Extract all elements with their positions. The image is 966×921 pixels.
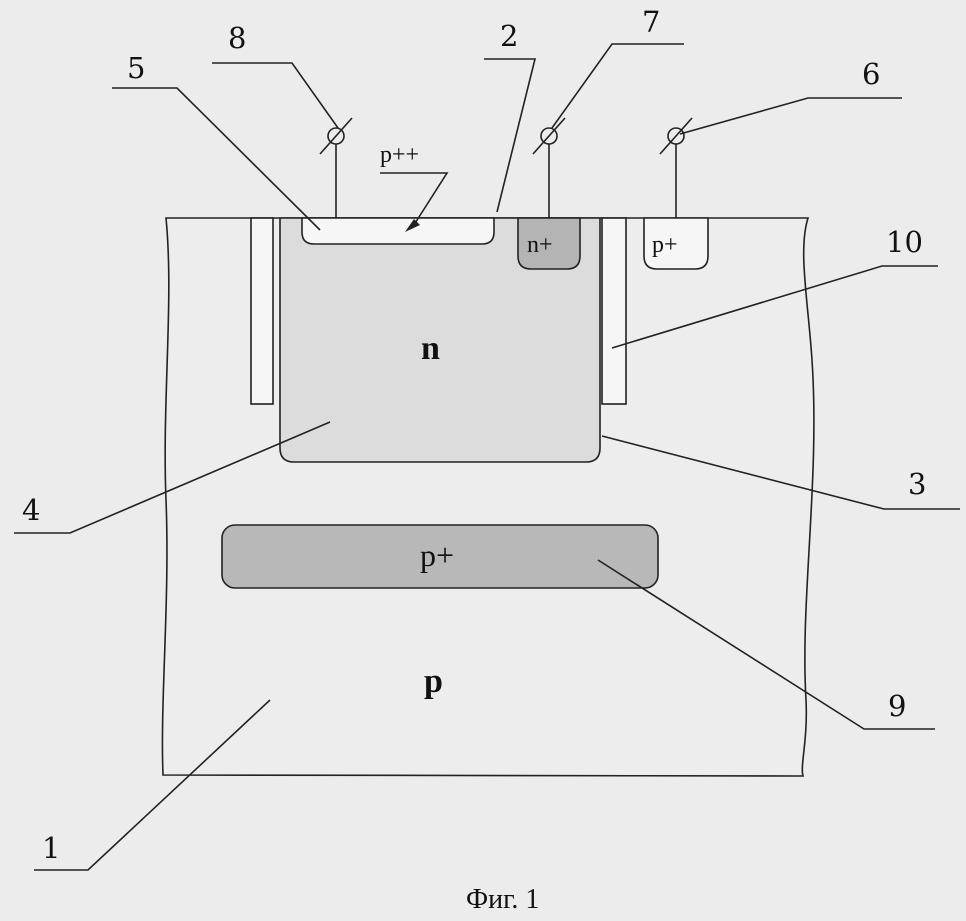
label-n-well: n	[421, 330, 440, 367]
trench-left	[251, 218, 273, 404]
figure-caption: Фиг. 1	[466, 884, 539, 915]
label-p-plus-plus: p++	[380, 142, 419, 168]
callout-10: 10	[886, 225, 923, 259]
p-plus-plus-region	[302, 218, 494, 244]
callout-2: 2	[500, 19, 518, 53]
label-n-plus: n+	[527, 232, 553, 258]
terminal-6	[660, 118, 692, 218]
callout-7: 7	[642, 5, 660, 39]
callout-4: 4	[22, 493, 40, 527]
callout-8: 8	[228, 21, 246, 55]
callout-6: 6	[862, 57, 880, 91]
label-buried-p-plus: p+	[420, 537, 454, 573]
label-substrate-p: p	[424, 663, 443, 700]
trench-right	[602, 218, 626, 404]
callout-1: 1	[42, 831, 60, 865]
callout-9: 9	[888, 689, 906, 723]
label-p-plus-contact: p+	[652, 232, 678, 258]
terminal-8	[320, 118, 352, 218]
terminal-7	[533, 118, 565, 218]
callout-3: 3	[908, 467, 926, 501]
callout-5: 5	[127, 51, 145, 85]
